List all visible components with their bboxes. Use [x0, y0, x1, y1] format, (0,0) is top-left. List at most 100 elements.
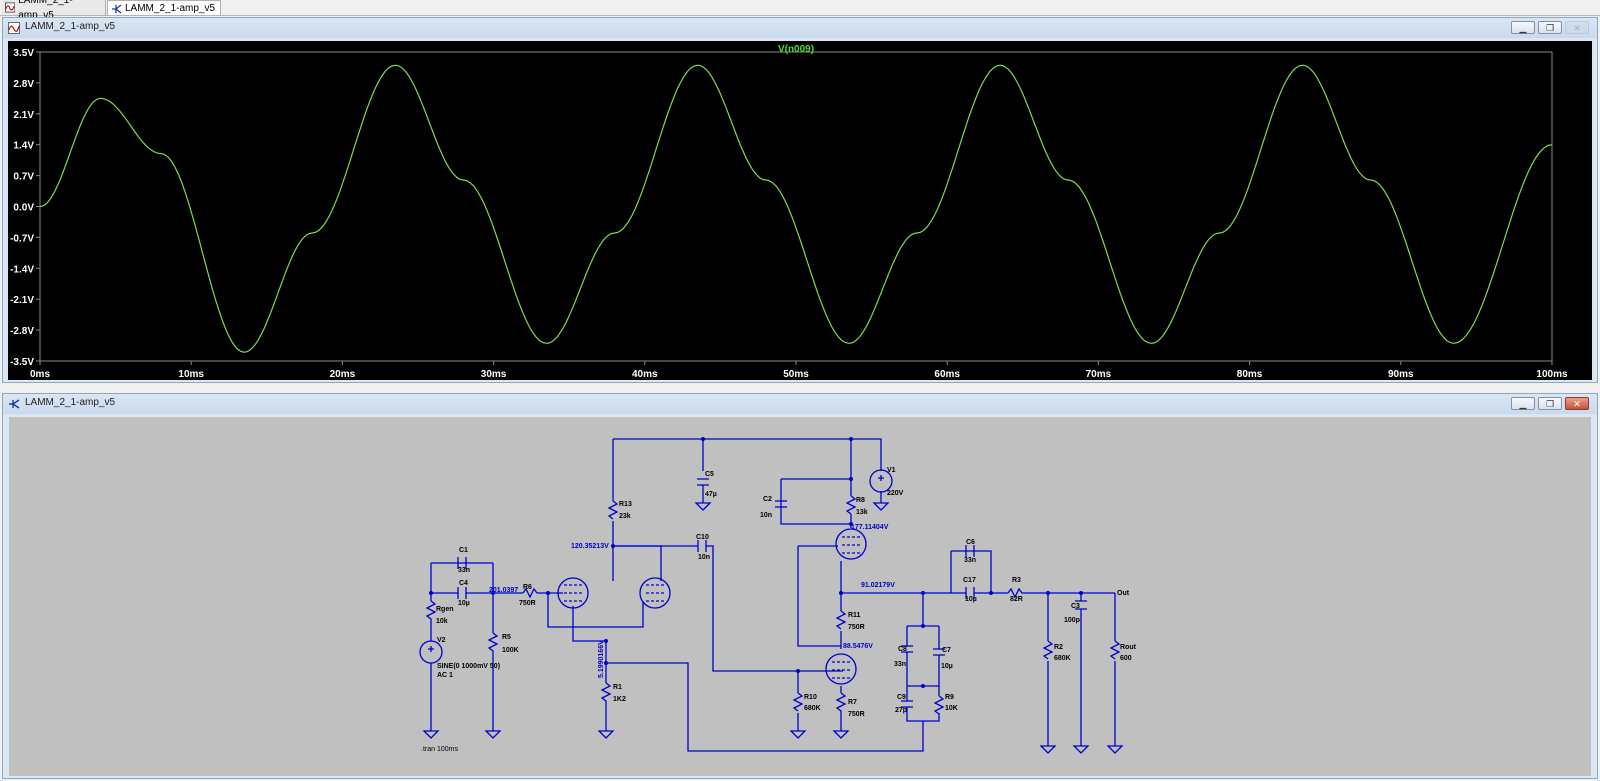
component-labels: C1 33n C4 10µ Rgen 10k V2 SINE(0 1000mV …	[421, 467, 1137, 753]
schematic-icon	[9, 399, 20, 409]
label-R11-value: 750R	[848, 624, 865, 631]
x-tick-label: 10ms	[178, 369, 204, 380]
label-C10: C10	[696, 534, 709, 541]
label-C17: C17	[963, 577, 976, 584]
label-V2-ac: AC 1	[437, 672, 453, 679]
label-C4-value: 10µ	[458, 600, 470, 607]
node-voltage-4: 177.11404V	[851, 524, 889, 531]
label-C8-value: 33n	[894, 661, 906, 668]
restore-button[interactable]: ❐	[1538, 397, 1562, 410]
label-C9-value: 27p	[895, 707, 907, 714]
x-tick-label: 0ms	[30, 369, 50, 380]
window-title: LAMM_2_1-amp_v5	[25, 397, 116, 408]
window-titlebar[interactable]: LAMM_2_1-amp_v5 ▁ ❐ ✕	[3, 394, 1597, 414]
restore-button[interactable]: ❐	[1538, 21, 1562, 34]
label-C2-value: 10n	[760, 512, 772, 519]
close-button[interactable]: ✕	[1565, 397, 1589, 410]
node-voltage-2: 120.35213V	[571, 543, 609, 550]
label-R13-value: 23k	[619, 513, 631, 520]
waveform-icon	[8, 22, 20, 34]
label-R2-value: 680K	[1054, 655, 1071, 662]
label-R11: R11	[848, 612, 861, 619]
label-C6-value: 33n	[964, 557, 976, 564]
schematic-window: LAMM_2_1-amp_v5 ▁ ❐ ✕	[2, 393, 1598, 779]
label-R7-value: 750R	[848, 711, 865, 718]
node-voltage-1: 201.0397	[489, 587, 518, 594]
label-R3-value: 82R	[1010, 596, 1023, 603]
node-voltage-6: 88.5476V	[843, 643, 873, 650]
tab-schematic[interactable]: LAMM_2_1-amp_v5	[107, 0, 221, 15]
x-tick-label: 50ms	[783, 369, 809, 380]
close-button[interactable]: ✕	[1565, 21, 1589, 34]
label-C5: C5	[705, 471, 714, 478]
x-tick-label: 20ms	[330, 369, 356, 380]
plot-frame	[39, 51, 1553, 362]
minimize-button[interactable]: ▁	[1511, 397, 1535, 410]
label-R9: R9	[945, 694, 954, 701]
schematic-canvas[interactable]: C1 33n C4 10µ Rgen 10k V2 SINE(0 1000mV …	[9, 417, 1591, 776]
label-R6: R6	[523, 584, 532, 591]
label-Out: Out	[1117, 590, 1130, 597]
restore-icon: ❐	[1545, 23, 1555, 33]
waveform-window: LAMM_2_1-amp_v5 ▁ ❐ ✕ 3.5V 2.8V 2.1V 1.4V 0.…	[2, 17, 1598, 383]
restore-icon: ❐	[1545, 399, 1555, 409]
label-R3: R3	[1012, 577, 1021, 584]
tab-label: LAMM_2_1-amp_v5	[18, 0, 73, 21]
label-C6: C6	[966, 539, 975, 546]
y-tick-label: 2.1V	[13, 110, 34, 121]
label-R8-value: 13k	[856, 509, 868, 516]
label-C3-value: 100p	[1064, 617, 1080, 624]
window-titlebar[interactable]: LAMM_2_1-amp_v5 ▁ ❐ ✕	[3, 18, 1597, 38]
minimize-icon: ▁	[1519, 399, 1527, 409]
label-V2: V2	[437, 637, 446, 644]
y-tick-label: -0.7V	[10, 233, 34, 244]
label-R6-value: 750R	[519, 600, 536, 607]
x-tick-label: 40ms	[632, 369, 658, 380]
x-tick-label: 30ms	[481, 369, 507, 380]
label-Rgen: Rgen	[436, 606, 454, 613]
label-R1: R1	[613, 684, 622, 691]
window-title: LAMM_2_1-amp_v5	[25, 21, 116, 32]
label-C10-value: 10n	[698, 554, 710, 561]
x-tick-label: 90ms	[1388, 369, 1414, 380]
x-tick-label: 100ms	[1536, 369, 1568, 380]
label-R13: R13	[619, 501, 632, 508]
label-C4: C4	[459, 580, 468, 587]
label-C2: C2	[763, 496, 772, 503]
document-tab-bar: LAMM_2_1-amp_v5 LAMM_2_1-amp_v5	[0, 0, 1600, 21]
y-tick-label: -2.1V	[10, 295, 34, 306]
y-tick-label: 3.5V	[13, 48, 34, 59]
spice-directive: .tran 100ms	[421, 746, 458, 753]
label-R1-value: 1K2	[613, 696, 626, 703]
label-C5-value: 47µ	[705, 491, 717, 498]
label-R5: R5	[502, 634, 511, 641]
y-tick-label: 0.0V	[13, 203, 34, 214]
schematic-diagram[interactable]: C1 33n C4 10µ Rgen 10k V2 SINE(0 1000mV …	[9, 417, 1591, 776]
label-C1-value: 33n	[458, 567, 470, 574]
y-tick-label: 1.4V	[13, 141, 34, 152]
y-tick-label: 0.7V	[13, 172, 34, 183]
label-R7: R7	[848, 699, 857, 706]
y-tick-label: -3.5V	[10, 357, 34, 368]
tab-waveform[interactable]: LAMM_2_1-amp_v5	[2, 0, 106, 21]
node-voltage-5: 91.02179V	[861, 582, 895, 589]
label-V2-value: SINE(0 1000mV 50)	[437, 663, 500, 670]
trace-V(n009)	[39, 64, 1553, 353]
label-C8: C8	[898, 646, 907, 653]
label-R5-value: 100K	[502, 647, 519, 654]
label-Rout-value: 600	[1120, 655, 1132, 662]
label-C3: C3	[1071, 603, 1080, 610]
x-tick-label: 70ms	[1086, 369, 1112, 380]
trace-title: V(n009)	[778, 44, 814, 55]
label-R9-value: 10K	[945, 705, 958, 712]
label-V1-value: 220V	[887, 490, 904, 497]
y-tick-label: 2.8V	[13, 79, 34, 90]
waveform-plot[interactable]: 3.5V2.8V2.1V1.4V0.7V0.0V-0.7V-1.4V-2.1V-…	[8, 41, 1592, 380]
label-R8: R8	[856, 497, 865, 504]
waveform-icon	[5, 2, 16, 13]
x-tick-label: 80ms	[1237, 369, 1263, 380]
label-Rout: Rout	[1120, 644, 1137, 651]
label-C7-value: 10µ	[941, 663, 953, 670]
minimize-button[interactable]: ▁	[1511, 21, 1535, 34]
